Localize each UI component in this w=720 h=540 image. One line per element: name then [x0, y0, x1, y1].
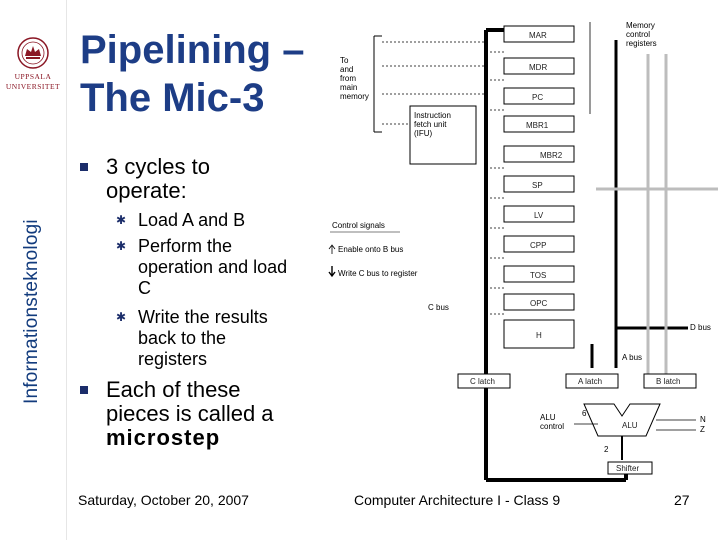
register-label: OPC	[530, 299, 548, 308]
register-label: MBR2	[540, 151, 563, 160]
footer-course: Computer Architecture I - Class 9	[354, 492, 561, 508]
z-flag-label: Z	[700, 425, 705, 434]
d-bus-label: D bus	[690, 323, 711, 332]
ifu-label: fetch unit	[414, 120, 447, 129]
title-line2: The Mic-3	[80, 76, 265, 120]
arrow-up-icon	[328, 244, 336, 254]
register-label: MBR1	[526, 121, 549, 130]
memory-label: To	[340, 56, 349, 65]
mic3-datapath-diagram: To and from main memory Instruction fetc…	[328, 21, 718, 482]
sub-bullet-marker: ✱	[116, 213, 127, 227]
ifu-label: (IFU)	[414, 129, 433, 138]
footer-page-number: 27	[674, 492, 690, 508]
sub-bullet-text: Perform the	[138, 236, 233, 256]
register-box	[503, 205, 575, 223]
register-box	[503, 235, 575, 253]
register-label: H	[536, 331, 542, 340]
sub-bullet-text: Load A and B	[138, 210, 246, 230]
memory-bracket	[373, 35, 382, 133]
legend-c-bus: Write C bus to register	[338, 269, 418, 278]
register-box	[503, 25, 575, 43]
memory-control-label: registers	[626, 39, 657, 48]
bullet-marker	[80, 386, 88, 394]
sub-bullet-text: C	[138, 278, 151, 298]
alu-label: ALU	[622, 421, 638, 430]
sub-bullet-marker: ✱	[116, 239, 127, 253]
bullet-text-bold: microstep	[106, 425, 221, 450]
memory-label: and	[340, 65, 353, 74]
shifter-control-width: 2	[604, 445, 609, 454]
sidebar: UPPSALA UNIVERSITET Informationsteknolog…	[0, 0, 67, 540]
memory-label: main	[340, 83, 357, 92]
sub-bullet-item: Perform the operation and load C	[138, 236, 287, 299]
bullet-item: 3 cycles to operate:	[106, 155, 210, 203]
bullet-text: 3 cycles to	[106, 154, 210, 179]
b-latch-label: B latch	[656, 377, 680, 386]
shifter-label: Shifter	[616, 464, 639, 473]
sub-bullet-item: Load A and B	[138, 210, 245, 231]
register-box	[503, 145, 575, 163]
alu-control-label: ALU	[540, 413, 556, 422]
bullet-text: operate:	[106, 178, 187, 203]
sub-bullet-text: Write the results	[138, 307, 268, 327]
c-latch-box	[457, 373, 511, 389]
alu-shape	[583, 403, 661, 437]
register-box	[503, 265, 575, 283]
register-label: MDR	[529, 63, 547, 72]
sub-bullet-text: back to the	[138, 328, 227, 348]
register-box	[503, 293, 575, 311]
a-latch-box	[565, 373, 619, 389]
register-label: SP	[532, 181, 543, 190]
bullet-item: Each of these pieces is called a microst…	[106, 378, 274, 450]
c-bus-label: C bus	[428, 303, 449, 312]
department-label: Informationsteknologi	[21, 219, 42, 404]
ifu-box	[409, 105, 477, 165]
register-label: CPP	[530, 241, 546, 250]
footer-date: Saturday, October 20, 2007	[78, 492, 249, 508]
register-box	[503, 175, 575, 193]
register-label: LV	[534, 211, 544, 220]
university-line2: UNIVERSITET	[5, 82, 61, 91]
register-box	[503, 319, 575, 349]
sub-bullet-marker: ✱	[116, 310, 127, 324]
ifu-label: Instruction	[414, 111, 451, 120]
alu-control-width: 6	[582, 409, 587, 418]
n-flag-label: N	[700, 415, 706, 424]
title-line1: Pipelining –	[80, 28, 305, 72]
slide-title: Pipelining – The Mic-3	[80, 26, 304, 122]
b-latch-box	[643, 373, 697, 389]
arrow-down-icon	[328, 266, 336, 278]
bullet-marker	[80, 163, 88, 171]
memory-label: memory	[340, 92, 369, 101]
legend-b-bus: Enable onto B bus	[338, 245, 403, 254]
register-box	[503, 57, 575, 75]
legend-title: Control signals	[332, 221, 385, 230]
sub-bullet-text: registers	[138, 349, 208, 369]
a-bus-label: A bus	[622, 353, 642, 362]
c-latch-label: C latch	[470, 377, 495, 386]
register-label: MAR	[529, 31, 547, 40]
register-label: TOS	[530, 271, 546, 280]
shifter-box	[607, 461, 653, 475]
register-file: MAR MDR PC MBR1 MBR2 SP LV CPP TOS OPC H	[503, 25, 575, 349]
university-line1: UPPSALA	[14, 72, 52, 81]
bullet-text: Each of these	[106, 377, 241, 402]
memory-control-label: Memory	[626, 21, 655, 30]
sub-bullet-text: operation and load	[138, 257, 288, 277]
university-name: UPPSALA UNIVERSITET	[2, 72, 64, 92]
sub-bullet-item: Write the results back to the registers	[138, 307, 268, 370]
memory-label: from	[340, 74, 356, 83]
memory-control-label: control	[626, 30, 650, 39]
register-box	[503, 115, 575, 133]
register-box	[503, 87, 575, 105]
register-label: PC	[532, 93, 543, 102]
university-seal-icon	[17, 37, 49, 69]
a-latch-label: A latch	[578, 377, 602, 386]
bullet-text: pieces is called a	[106, 401, 274, 426]
alu-control-label: control	[540, 422, 564, 431]
